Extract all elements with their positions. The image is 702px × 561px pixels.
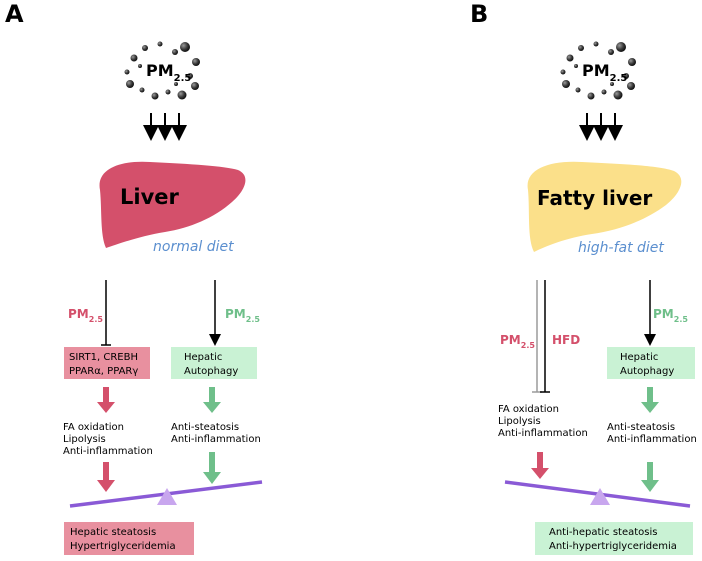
left-effect: FA oxidation (498, 404, 559, 415)
red-down-arrow (97, 387, 115, 413)
inhibition-line-pm (532, 280, 542, 393)
exposure-arrows (579, 113, 623, 141)
left-effect: FA oxidation (63, 422, 124, 433)
fatty-liver-shape (527, 161, 682, 252)
outcome-line: Anti-hepatic steatosis (549, 527, 657, 538)
left-effect: Anti-inflammation (498, 428, 588, 439)
outcome-line: Hypertriglyceridemia (70, 541, 176, 552)
autophagy-box-line: Autophagy (184, 366, 238, 377)
autophagy-box-line: Hepatic (184, 352, 222, 363)
pm25-particles (124, 41, 200, 100)
panel-b: B PM2.5 Fatty liver hi (470, 0, 697, 555)
exposure-arrows (143, 113, 187, 141)
right-pm-label: PM2.5 (225, 307, 260, 324)
pm25-label: PM2.5 (146, 61, 191, 84)
left-effect: Lipolysis (498, 416, 541, 427)
hfd-label: HFD (552, 333, 580, 347)
organ-label: Liver (120, 185, 180, 209)
autophagy-box-line: Autophagy (620, 366, 674, 377)
balance-fulcrum (590, 488, 610, 505)
green-down-arrow (641, 387, 659, 413)
diet-label: normal diet (153, 239, 234, 255)
panel-letter: A (5, 0, 24, 28)
right-effect: Anti-inflammation (171, 434, 261, 445)
target-box (64, 347, 150, 379)
right-pm-label: PM2.5 (653, 307, 688, 324)
right-effect: Anti-inflammation (607, 434, 697, 445)
pm25-label: PM2.5 (582, 61, 627, 84)
green-down-arrow (641, 462, 659, 492)
autophagy-box-line: Hepatic (620, 352, 658, 363)
red-down-arrow (531, 452, 549, 479)
target-box-line: SIRT1, CREBH (69, 352, 138, 363)
inhibition-line (101, 280, 111, 346)
organ-label: Fatty liver (537, 186, 652, 210)
target-box-line: PPARα, PPARγ (69, 366, 138, 377)
diet-label: high-fat diet (578, 240, 664, 256)
right-effect: Anti-steatosis (171, 422, 239, 433)
inhibition-line-hfd (540, 280, 550, 393)
outcome-box (535, 522, 693, 555)
panel-letter: B (470, 0, 488, 28)
green-down-arrow (203, 387, 221, 413)
left-pm-label: PM2.5 (500, 333, 535, 350)
autophagy-box (607, 347, 695, 379)
red-down-arrow (97, 462, 115, 492)
panel-a: A PM2.5 Liver (5, 0, 263, 555)
left-pm-label: PM2.5 (68, 307, 103, 324)
pm25-particles (560, 41, 636, 100)
left-effect: Anti-inflammation (63, 446, 153, 457)
autophagy-box (171, 347, 257, 379)
left-effect: Lipolysis (63, 434, 106, 445)
outcome-line: Hepatic steatosis (70, 527, 156, 538)
right-effect: Anti-steatosis (607, 422, 675, 433)
balance-fulcrum (157, 488, 177, 505)
liver-shape (99, 161, 246, 248)
outcome-line: Anti-hypertriglyceridemia (549, 541, 677, 552)
outcome-box (64, 522, 194, 555)
green-down-arrow (203, 452, 221, 484)
